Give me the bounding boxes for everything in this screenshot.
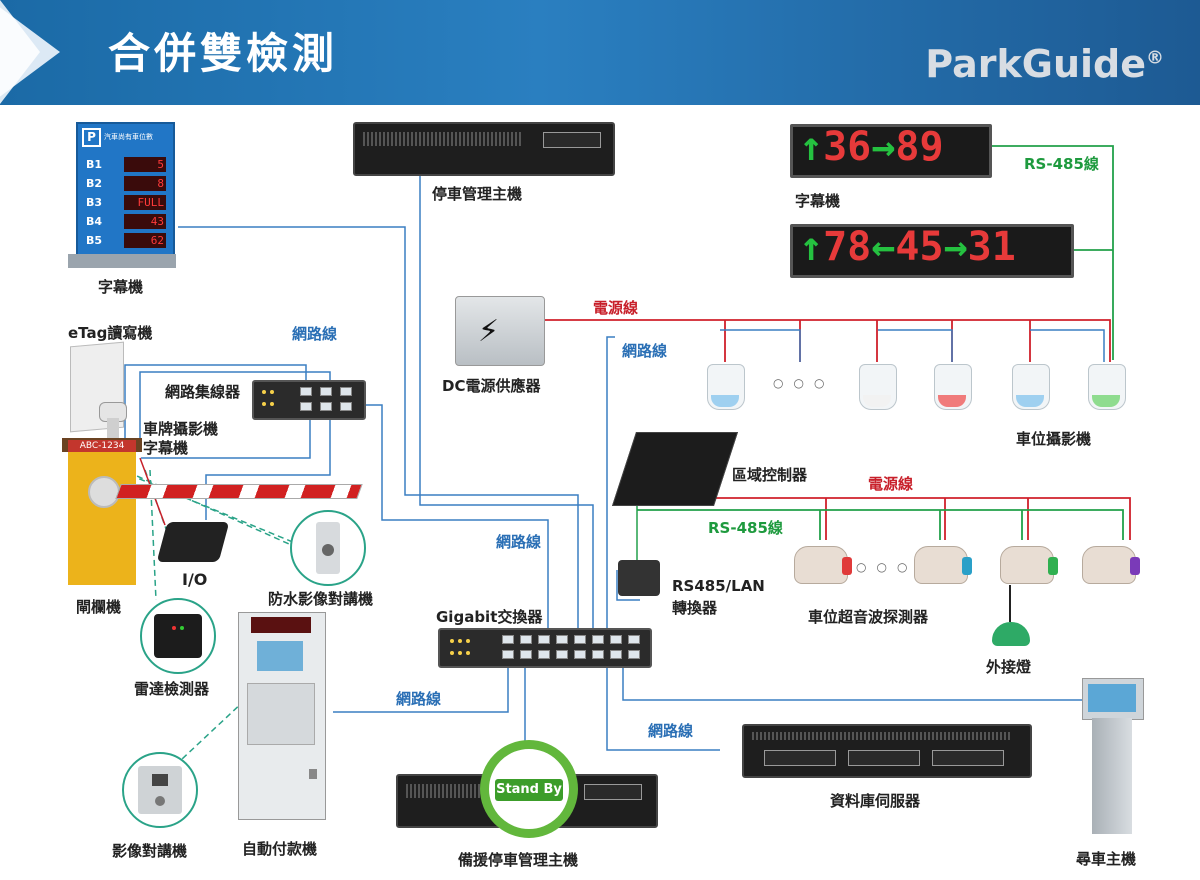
waterproof-intercom-circle <box>290 510 366 586</box>
ellipsis: ○○○ <box>856 560 918 574</box>
video-intercom-circle <box>122 752 198 828</box>
plate-display: ABC-1234 <box>68 440 136 452</box>
led-sign-2: ↑78←45→31 <box>790 224 1074 278</box>
label-sign-board: 字幕機 <box>98 278 144 296</box>
label-intercom-waterproof: 防水影像對講機 <box>268 590 374 608</box>
label-power-top: 電源線 <box>593 299 639 317</box>
sign-stand <box>68 254 176 268</box>
parking-p-icon: P <box>82 128 101 147</box>
label-led-sign: 字幕機 <box>795 192 841 210</box>
label-network-switch: 網路線 <box>496 533 542 551</box>
label-plate-cam: 車牌攝影機 <box>143 420 219 438</box>
space-camera <box>707 364 745 410</box>
label-ext-lamp: 外接燈 <box>986 658 1032 676</box>
label-network-kiosk: 網路線 <box>396 690 442 708</box>
label-barrier: 閘欄機 <box>76 598 122 616</box>
label-converter-2: 轉換器 <box>672 599 718 617</box>
parking-host-server <box>353 122 615 176</box>
label-gigabit: Gigabit交換器 <box>436 608 543 626</box>
ellipsis: ○○○ <box>773 376 835 390</box>
label-io: I/O <box>182 570 208 589</box>
label-network-db: 網路線 <box>648 722 694 740</box>
label-etag: eTag讀寫機 <box>68 324 153 342</box>
lightning-icon: ⚡ <box>478 314 500 349</box>
label-rs485-mid: RS-485線 <box>708 519 783 537</box>
standby-badge: Stand By <box>480 740 578 838</box>
label-parking-host: 停車管理主機 <box>432 185 523 203</box>
banner-decoration <box>0 0 40 104</box>
io-module <box>156 522 230 562</box>
space-camera <box>934 364 972 410</box>
barrier-hub <box>88 476 120 508</box>
car-finder-terminal <box>1082 678 1144 834</box>
label-plate-sign: 字幕機 <box>143 439 189 457</box>
ultrasonic-detector <box>1082 546 1140 584</box>
space-camera <box>1012 364 1050 410</box>
barrier-arm <box>115 484 363 499</box>
label-video-intercom: 影像對講機 <box>112 842 188 860</box>
label-ultrasonic: 車位超音波探測器 <box>808 608 929 626</box>
brand-logo: ParkGuide® <box>925 42 1164 86</box>
barrier-gate <box>68 450 136 585</box>
dc-power-supply <box>455 296 545 366</box>
network-hub <box>252 380 366 420</box>
label-radar: 雷達檢測器 <box>134 680 210 698</box>
label-dc-supply: DC電源供應器 <box>442 377 541 395</box>
camera-stand <box>107 418 119 440</box>
space-camera <box>1088 364 1126 410</box>
page-title: 合併雙檢測 <box>108 29 339 78</box>
ultrasonic-detector <box>1000 546 1058 584</box>
label-zone-ctrl: 區域控制器 <box>732 466 808 484</box>
space-camera <box>859 364 897 410</box>
rs485-lan-converter <box>618 560 660 596</box>
label-rs485-top: RS-485線 <box>1024 155 1099 173</box>
external-lamp <box>992 622 1030 646</box>
sign-title: 汽車尚有車位數 <box>104 133 153 141</box>
label-finder: 尋車主機 <box>1076 850 1137 868</box>
label-db-server: 資料庫伺服器 <box>830 792 921 810</box>
label-hub: 網路集線器 <box>165 383 241 401</box>
ultrasonic-detector <box>794 546 852 584</box>
pay-kiosk <box>238 612 326 820</box>
db-server <box>742 724 1032 778</box>
label-kiosk: 自動付款機 <box>242 840 318 858</box>
gigabit-switch <box>438 628 652 668</box>
label-power-mid: 電源線 <box>868 475 914 493</box>
label-network-hub: 網路線 <box>292 325 338 343</box>
label-backup-host: 備援停車管理主機 <box>458 851 579 869</box>
label-space-cam: 車位攝影機 <box>1016 430 1092 448</box>
label-converter-1: RS485/LAN <box>672 577 765 595</box>
label-network-dc: 網路線 <box>622 342 668 360</box>
radar-detector-circle <box>140 598 216 674</box>
led-sign-1: ↑36→89 <box>790 124 992 178</box>
header-banner: 合併雙檢測 ParkGuide® <box>0 0 1200 105</box>
ultrasonic-detector <box>914 546 972 584</box>
